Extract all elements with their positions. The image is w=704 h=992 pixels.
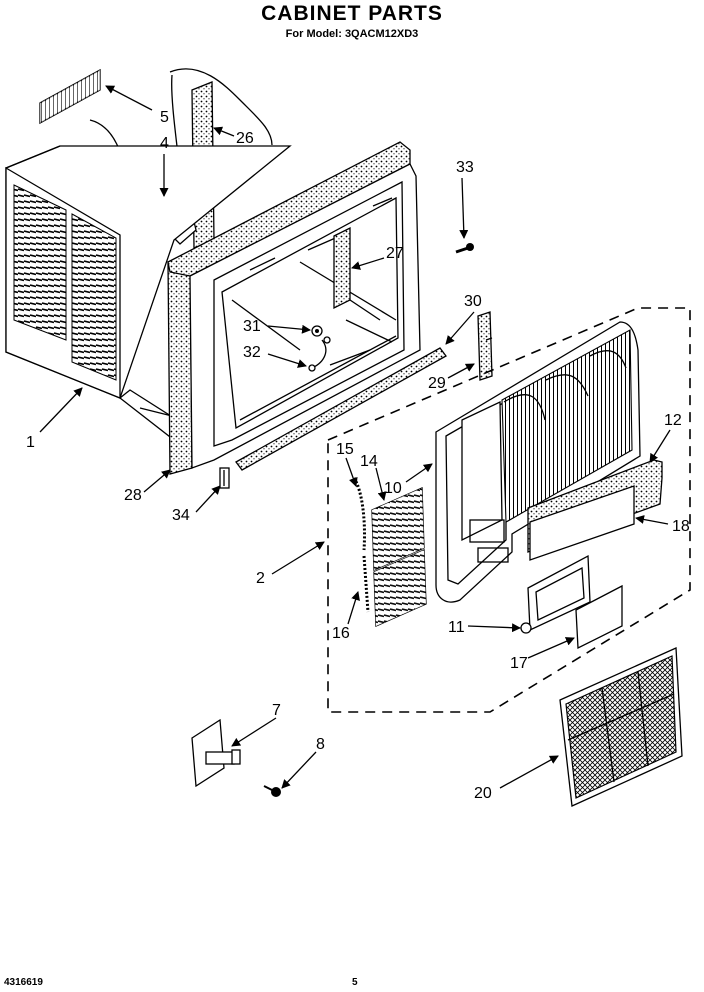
- callout-5: 5: [160, 109, 169, 126]
- part-10-front-grille: [435, 321, 641, 603]
- callout-29: 29: [428, 375, 446, 392]
- page-number: 5: [352, 977, 358, 988]
- callout-28: 28: [124, 487, 142, 504]
- part-28-left-gasket: [167, 255, 193, 475]
- part-34-clip: [219, 467, 230, 489]
- callout-26: 26: [236, 130, 254, 147]
- callout-12: 12: [664, 412, 682, 429]
- callout-14: 14: [360, 453, 378, 470]
- callout-18: 18: [672, 518, 690, 535]
- part-8-screw: [263, 785, 281, 797]
- callout-16: 16: [332, 625, 350, 642]
- callout-27: 27: [386, 245, 404, 262]
- part-2-front-assembly-boundary: [327, 307, 691, 713]
- callout-33: 33: [456, 159, 474, 176]
- part-11-access-door: [520, 554, 591, 634]
- callout-1: 1: [26, 434, 35, 451]
- part-31-fastener: [311, 325, 331, 344]
- callout-32: 32: [243, 344, 261, 361]
- leader-lines: [39, 85, 671, 789]
- callout-17: 17: [510, 655, 528, 672]
- callout-numbers: 5 4 26 27 33 31 32 30 29 1 28 34 2 15 14…: [26, 109, 690, 802]
- callout-30: 30: [464, 293, 482, 310]
- part-18-panel: [529, 485, 635, 561]
- part-14-louver-blades: [371, 487, 427, 627]
- callout-10: 10: [384, 480, 402, 497]
- doc-number: 4316619: [4, 977, 43, 988]
- page-title: CABINET PARTS: [261, 2, 443, 25]
- callout-34: 34: [172, 507, 190, 524]
- part-32-wire-rod: [308, 339, 327, 372]
- callout-4: 4: [160, 135, 169, 152]
- model-subtitle: For Model: 3QACM12XD3: [285, 28, 419, 40]
- callout-11: 11: [448, 619, 465, 636]
- callout-31: 31: [243, 318, 261, 335]
- part-20-filter-grille: [559, 647, 683, 807]
- part-5-label-plate: [39, 68, 101, 125]
- callout-2: 2: [256, 570, 265, 587]
- callout-7: 7: [272, 702, 281, 719]
- part-16-blade-strip: [362, 555, 370, 613]
- callout-15: 15: [336, 441, 354, 458]
- part-29-side-seal: [477, 311, 493, 381]
- part-7-bracket: [191, 718, 241, 788]
- callout-20: 20: [474, 785, 492, 802]
- part-15-blade-strip: [352, 477, 366, 551]
- callout-8: 8: [316, 736, 325, 753]
- part-1-cabinet-shell: [5, 145, 292, 442]
- part-33-screw: [455, 243, 474, 254]
- part-30-lower-gasket: [235, 347, 447, 471]
- part-27-foam-pad: [333, 226, 351, 310]
- part-17-nameplate: [575, 584, 623, 650]
